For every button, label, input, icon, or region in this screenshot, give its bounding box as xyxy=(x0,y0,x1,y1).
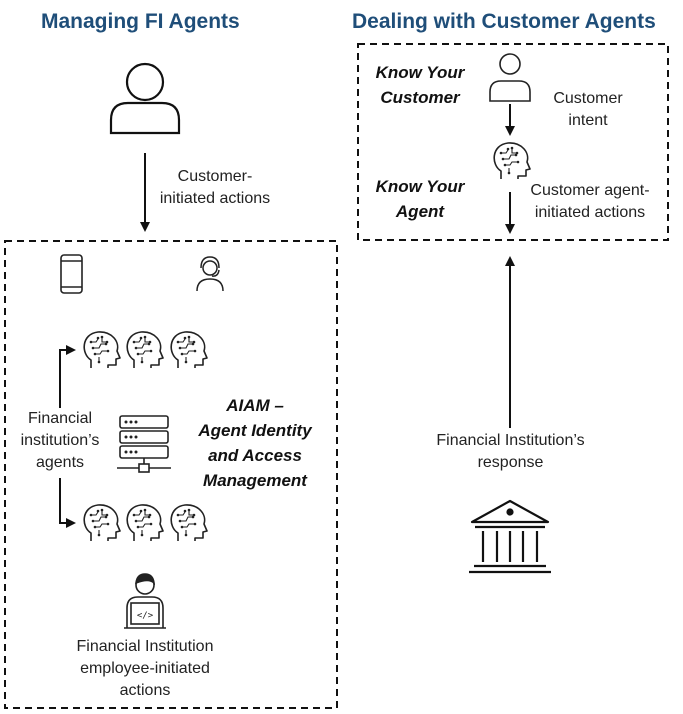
kya-label: Know Your Agent xyxy=(370,174,470,224)
ai-head-icon xyxy=(126,504,164,542)
fi-agents-box xyxy=(4,240,338,709)
ai-head-icon xyxy=(126,331,164,369)
customer-actions-line2: initiated actions xyxy=(159,190,271,207)
smartphone-icon xyxy=(60,254,83,294)
ai-head-icon xyxy=(83,504,121,542)
agent-actions-line2: initiated actions xyxy=(534,204,646,221)
kyc-line2: Customer xyxy=(380,88,460,107)
customer-intent-line2: intent xyxy=(568,112,608,129)
customer-intent-label: Customer intent xyxy=(538,88,638,132)
person-icon xyxy=(489,53,531,102)
aiam-line1: AIAM – xyxy=(226,396,284,415)
employee-line2: employee-initiated xyxy=(80,660,210,677)
customer-intent-line1: Customer xyxy=(553,90,623,107)
right-panel-title: Dealing with Customer Agents xyxy=(352,10,656,33)
aiam-label: AIAM – Agent Identity and Access Managem… xyxy=(185,393,325,493)
fi-agents-line1: Financial xyxy=(27,410,93,427)
fi-response-label: Financial Institution’s response xyxy=(413,430,608,474)
fi-agents-line3: agents xyxy=(35,454,85,471)
ai-head-icon xyxy=(170,504,208,542)
ai-head-icon xyxy=(83,331,121,369)
fi-agents-line2: institution’s xyxy=(20,432,100,449)
customer-agents-box xyxy=(357,43,669,241)
kya-line2: Agent xyxy=(395,202,445,221)
kya-line1: Know Your xyxy=(375,177,465,196)
person-icon xyxy=(109,62,181,135)
fi-response-line2: response xyxy=(477,454,544,471)
employee-line1: Financial Institution xyxy=(76,638,214,655)
ai-head-icon xyxy=(493,142,531,180)
aiam-line4: Management xyxy=(203,471,307,490)
fi-agents-label: Financial institution’s agents xyxy=(10,408,110,474)
customer-actions-line1: Customer- xyxy=(177,168,253,185)
server-icon xyxy=(117,415,171,473)
aiam-line3: and Access xyxy=(208,446,302,465)
bank-building-icon xyxy=(469,499,551,574)
headset-agent-icon xyxy=(196,256,224,292)
employee-actions-label: Financial Institution employee-initiated… xyxy=(45,636,245,702)
kyc-label: Know Your Customer xyxy=(370,60,470,110)
agent-actions-line1: Customer agent- xyxy=(530,182,650,199)
ai-head-icon xyxy=(170,331,208,369)
customer-actions-label: Customer- initiated actions xyxy=(150,166,280,210)
developer-laptop-icon: </> xyxy=(124,573,166,629)
employee-line3: actions xyxy=(119,682,171,699)
fi-response-line1: Financial Institution’s xyxy=(436,432,585,449)
kyc-line1: Know Your xyxy=(375,63,465,82)
aiam-line2: Agent Identity xyxy=(198,421,312,440)
agent-actions-label: Customer agent- initiated actions xyxy=(520,180,660,224)
left-panel-title: Managing FI Agents xyxy=(41,10,240,33)
svg-text:</>: </> xyxy=(137,611,154,621)
